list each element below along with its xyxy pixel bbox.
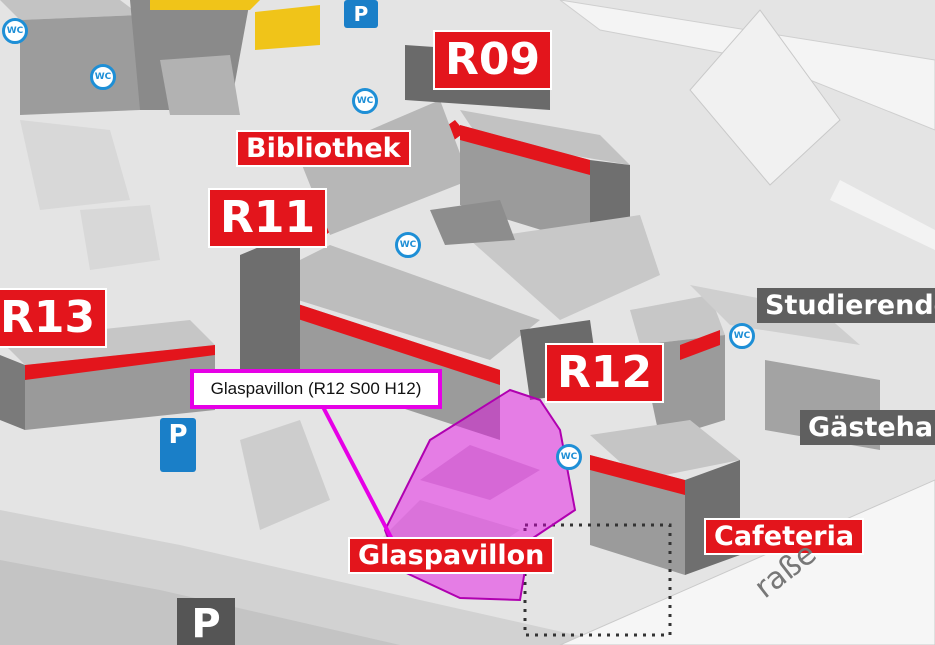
building-label-r09[interactable]: R09 bbox=[433, 30, 553, 90]
wc-icon: WC bbox=[729, 323, 755, 349]
place-label-bibliothek[interactable]: Bibliothek bbox=[236, 130, 411, 167]
building-label-r11[interactable]: R11 bbox=[208, 188, 328, 248]
place-label-studierende[interactable]: Studierende bbox=[757, 288, 935, 323]
wc-icon: WC bbox=[2, 18, 28, 44]
wc-icon: WC bbox=[395, 232, 421, 258]
wc-icon: WC bbox=[556, 444, 582, 470]
wc-icon: WC bbox=[90, 64, 116, 90]
place-label-glaspavillon[interactable]: Glaspavillon bbox=[348, 537, 555, 574]
parking-icon: P bbox=[177, 598, 235, 645]
building-label-r12[interactable]: R12 bbox=[545, 343, 665, 403]
place-label-gaestehaus[interactable]: Gästehau bbox=[800, 410, 935, 445]
parking-icon: P bbox=[160, 418, 196, 472]
building-label-r13[interactable]: R13 bbox=[0, 288, 108, 348]
wc-icon: WC bbox=[352, 88, 378, 114]
glaspavillon-callout: Glaspavillon (R12 S00 H12) bbox=[190, 369, 442, 409]
place-label-cafeteria[interactable]: Cafeteria bbox=[704, 518, 865, 555]
parking-icon: P bbox=[344, 0, 378, 28]
